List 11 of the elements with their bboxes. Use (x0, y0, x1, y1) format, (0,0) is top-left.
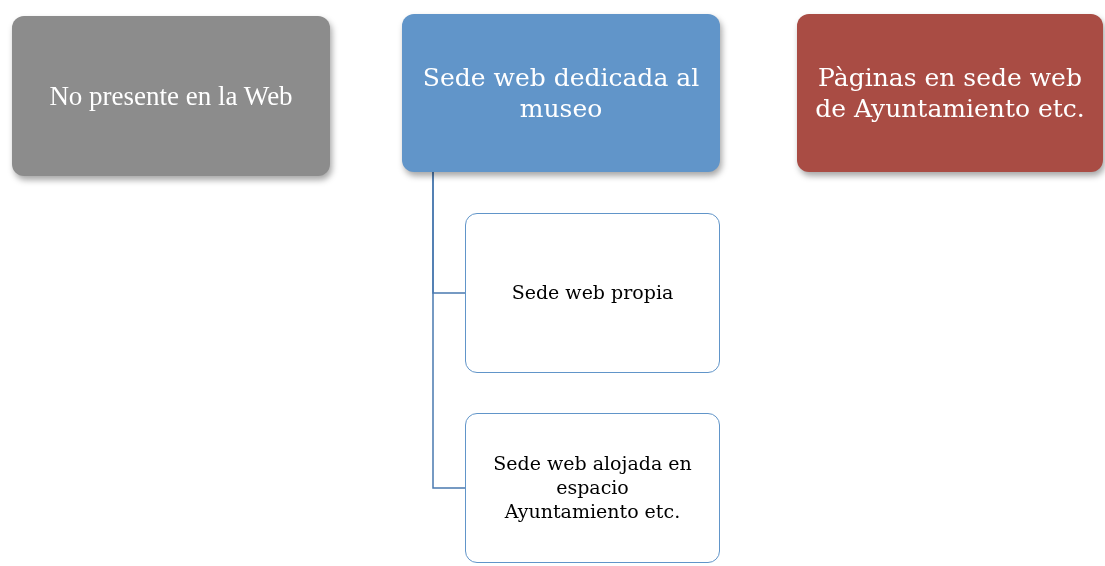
category-box (797, 14, 1103, 172)
category-box (402, 14, 720, 172)
box-text: No presente en la Web (49, 79, 293, 113)
box-text: Sede web alojada en espacio Ayuntamiento etc. (492, 452, 693, 524)
box-text: Pàginas en sede web de Ayuntamiento etc. (814, 61, 1086, 125)
sub-box (465, 413, 720, 563)
box-text: Sede web dedicada al museo (421, 61, 701, 125)
box-text: Sede web propia (511, 281, 674, 305)
sub-box (465, 213, 720, 373)
category-box (12, 16, 330, 176)
connector-line (432, 171, 466, 489)
